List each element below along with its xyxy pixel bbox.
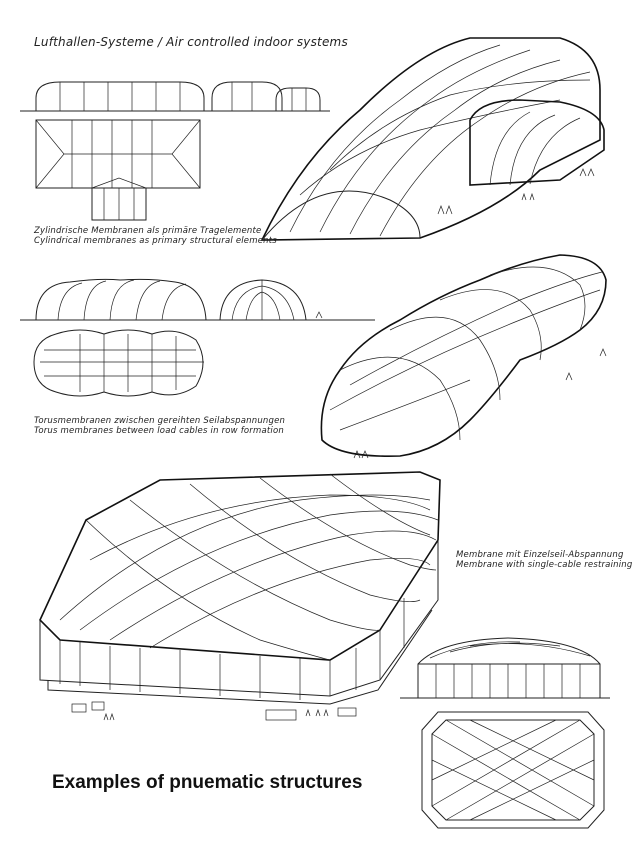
octagon-plan — [421, 711, 605, 829]
slide-caption: Examples of pnuematic structures — [52, 772, 363, 793]
section3-caption: Membrane mit Einzelseil-Abspannung Membr… — [456, 550, 632, 570]
section1-caption: Zylindrische Membranen als primäre Trage… — [34, 226, 277, 246]
torus-perspective — [320, 254, 607, 457]
section3-caption-de: Membrane mit Einzelseil-Abspannung — [456, 550, 624, 560]
torus-elevations — [20, 278, 375, 321]
torus-plan — [33, 329, 204, 397]
section2-caption-en: Torus membranes between load cables in r… — [34, 426, 284, 436]
cylinder-perspective — [260, 37, 605, 241]
cylinder-elevations — [20, 81, 330, 112]
octagon-perspective — [39, 471, 441, 705]
section1-caption-en: Cylindrical membranes as primary structu… — [34, 236, 277, 246]
cylinder-plan — [35, 119, 201, 221]
section3-caption-en: Membrane with single-cable restraining — [456, 560, 633, 570]
section2-caption: Torusmembranen zwischen gereihten Seilab… — [34, 416, 285, 436]
octagon-elevation — [400, 637, 610, 699]
sheet-heading: Lufthallen-Systeme / Air controlled indo… — [34, 35, 348, 49]
section1-caption-de: Zylindrische Membranen als primäre Trage… — [34, 226, 262, 236]
section2-caption-de: Torusmembranen zwischen gereihten Seilab… — [34, 416, 286, 426]
scale-figures — [71, 168, 607, 721]
